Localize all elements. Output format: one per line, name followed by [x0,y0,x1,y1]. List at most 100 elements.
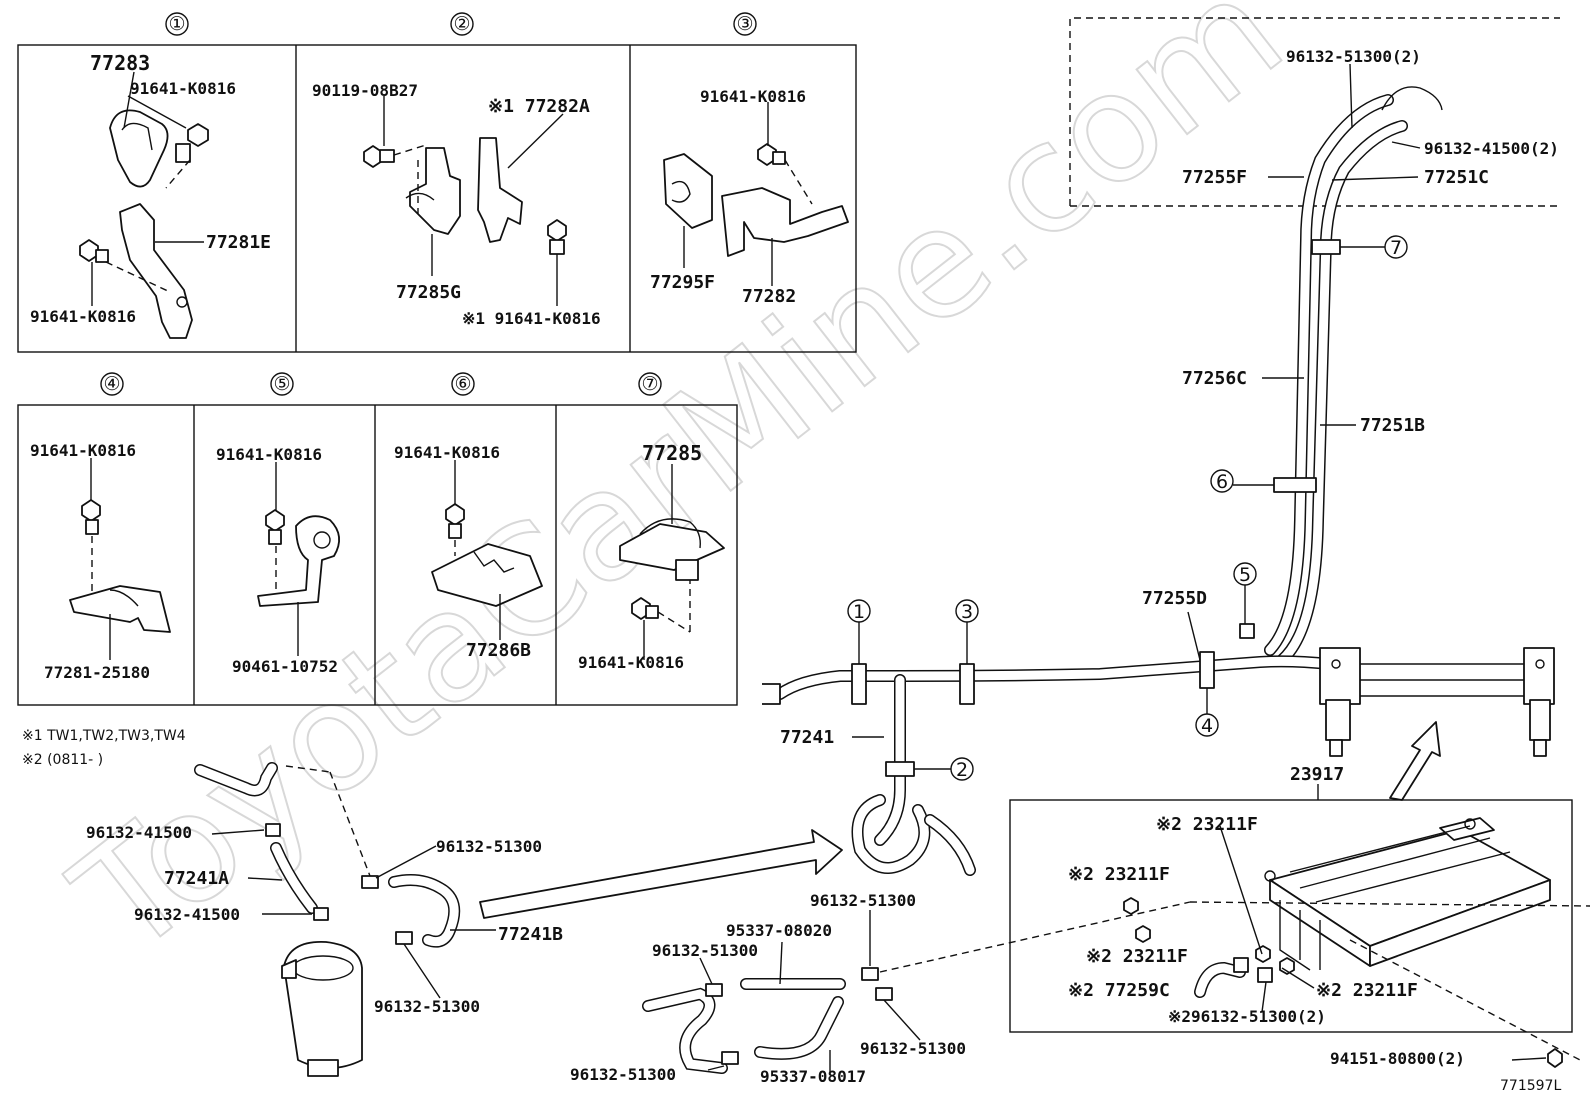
label-23211f: ※2 23211F [1068,864,1170,885]
label-77241a: 77241A [164,868,229,889]
callout-3: 3 [955,599,979,664]
label-77255d: 77255D [1142,588,1207,609]
clamp-2 [885,761,915,777]
inset-dashed-frame [1069,17,1560,207]
bolt-icon [445,503,465,539]
clip-icon [721,1051,739,1065]
clip-icon [313,907,329,921]
clip-icon [1257,967,1273,983]
clamp-77283 [109,109,169,188]
fuel-filter-assembly [1319,647,1555,757]
label-96132-51300: 96132-51300(2) [1286,47,1421,66]
clamp-77295f [663,153,713,229]
nut-icon [1135,925,1151,943]
detail-number-7: ⑦ [638,372,662,396]
detail-number-label: ⑤ [273,373,290,395]
svg-text:3: 3 [961,601,973,623]
detail-number-label: ⑦ [641,373,658,395]
nut-icon [1123,897,1139,915]
label-96132-41500: 96132-41500(2) [1424,139,1559,158]
label-96132-41500: 96132-41500 [134,905,240,924]
label-77281e: 77281E [206,232,271,253]
clip-icon [705,983,723,997]
label-77286b: 77286B [466,640,531,661]
clamp-90461-10752 [257,515,340,607]
detail-number-label: ④ [103,373,120,395]
nut-icon [1279,957,1295,975]
clamp-4 [1199,651,1215,689]
svg-text:7: 7 [1390,237,1402,259]
label-96132-51300: 96132-51300 [810,891,916,910]
nut-icon [1255,945,1271,963]
bolt-icon [79,239,109,263]
bolt-icon [363,145,395,168]
callout-1: 1 [847,599,871,664]
clamp-1 [851,663,867,705]
label-96132-51300: 96132-51300 [652,941,758,960]
clip-icon [395,931,413,945]
label-77241b: 77241B [498,924,563,945]
arrow-icon [1389,721,1441,801]
clip-icon [875,987,893,1001]
detail-frame-middle [17,404,738,706]
label-96132-51300: 96132-51300 [570,1065,676,1084]
clip-icon [265,823,281,837]
label-77255f: 77255F [1182,167,1247,188]
label-90461-10752: 90461-10752 [232,657,338,676]
svg-text:2: 2 [956,759,968,781]
svg-text:6: 6 [1216,471,1228,493]
clamp-6 [1273,477,1317,493]
callout-4: 4 [1195,688,1219,737]
detail-frame-23917 [1009,799,1573,1033]
label-95337-08020: 95337-08020 [726,921,832,940]
line-end-connector [762,683,781,705]
detail-number-label: ③ [736,13,753,35]
label-77283: 77283 [90,51,150,75]
label-23917: 23917 [1290,764,1344,785]
callout-2: 2 [914,757,974,781]
label-77285: 77285 [642,441,702,465]
bracket-77285g [405,147,461,235]
label-91641-k0816: 91641-K0816 [30,307,136,326]
bracket-77282a [477,137,523,243]
label-96132-51300: ※296132-51300(2) [1168,1007,1326,1026]
bolt-icon [547,219,567,255]
bracket-77282 [721,187,849,257]
detail-number-3: ③ [733,12,757,36]
callout-6: 6 [1210,469,1274,493]
detail-number-label: ② [453,13,470,35]
label-77256c: 77256C [1182,368,1247,389]
arrow-icon [479,829,843,919]
callout-7: 7 [1340,235,1408,259]
label-96132-51300: 96132-51300 [374,997,480,1016]
label-23211f: ※2 23211F [1086,946,1188,967]
label-96132-51300: 96132-51300 [436,837,542,856]
clip-icon [361,875,379,889]
bolt-icon [265,509,285,545]
clamp-77281-25180 [69,585,171,633]
bracket-77281E [119,203,193,339]
note-1: ※1 TW1,TW2,TW3,TW4 [22,728,186,744]
clip-icon [861,967,879,981]
watermark: ToyotaCarMine.com [44,0,1313,989]
clip-icon [1233,957,1249,973]
callout-5: 5 [1233,562,1257,624]
label-77281-25180: 77281-25180 [44,663,150,682]
label-91641-k0816: 91641-K0816 [216,445,322,464]
clamp-3 [959,663,975,705]
detail-number-2: ② [450,12,474,36]
label-94151-80800: 94151-80800(2) [1330,1049,1465,1068]
bolt-icon [631,597,659,620]
label-91641-k0816: 91641-K0816 [394,443,500,462]
label-23211f: ※2 23211F [1316,980,1418,1001]
bolt-icon [175,123,209,163]
detail-number-4: ④ [100,372,124,396]
label-77251b: 77251B [1360,415,1425,436]
bolt-icon [757,143,786,166]
detail-number-label: ① [168,13,185,35]
label-23211f: ※2 23211F [1156,814,1258,835]
label-77241: 77241 [780,727,834,748]
label-77251c: 77251C [1424,167,1489,188]
